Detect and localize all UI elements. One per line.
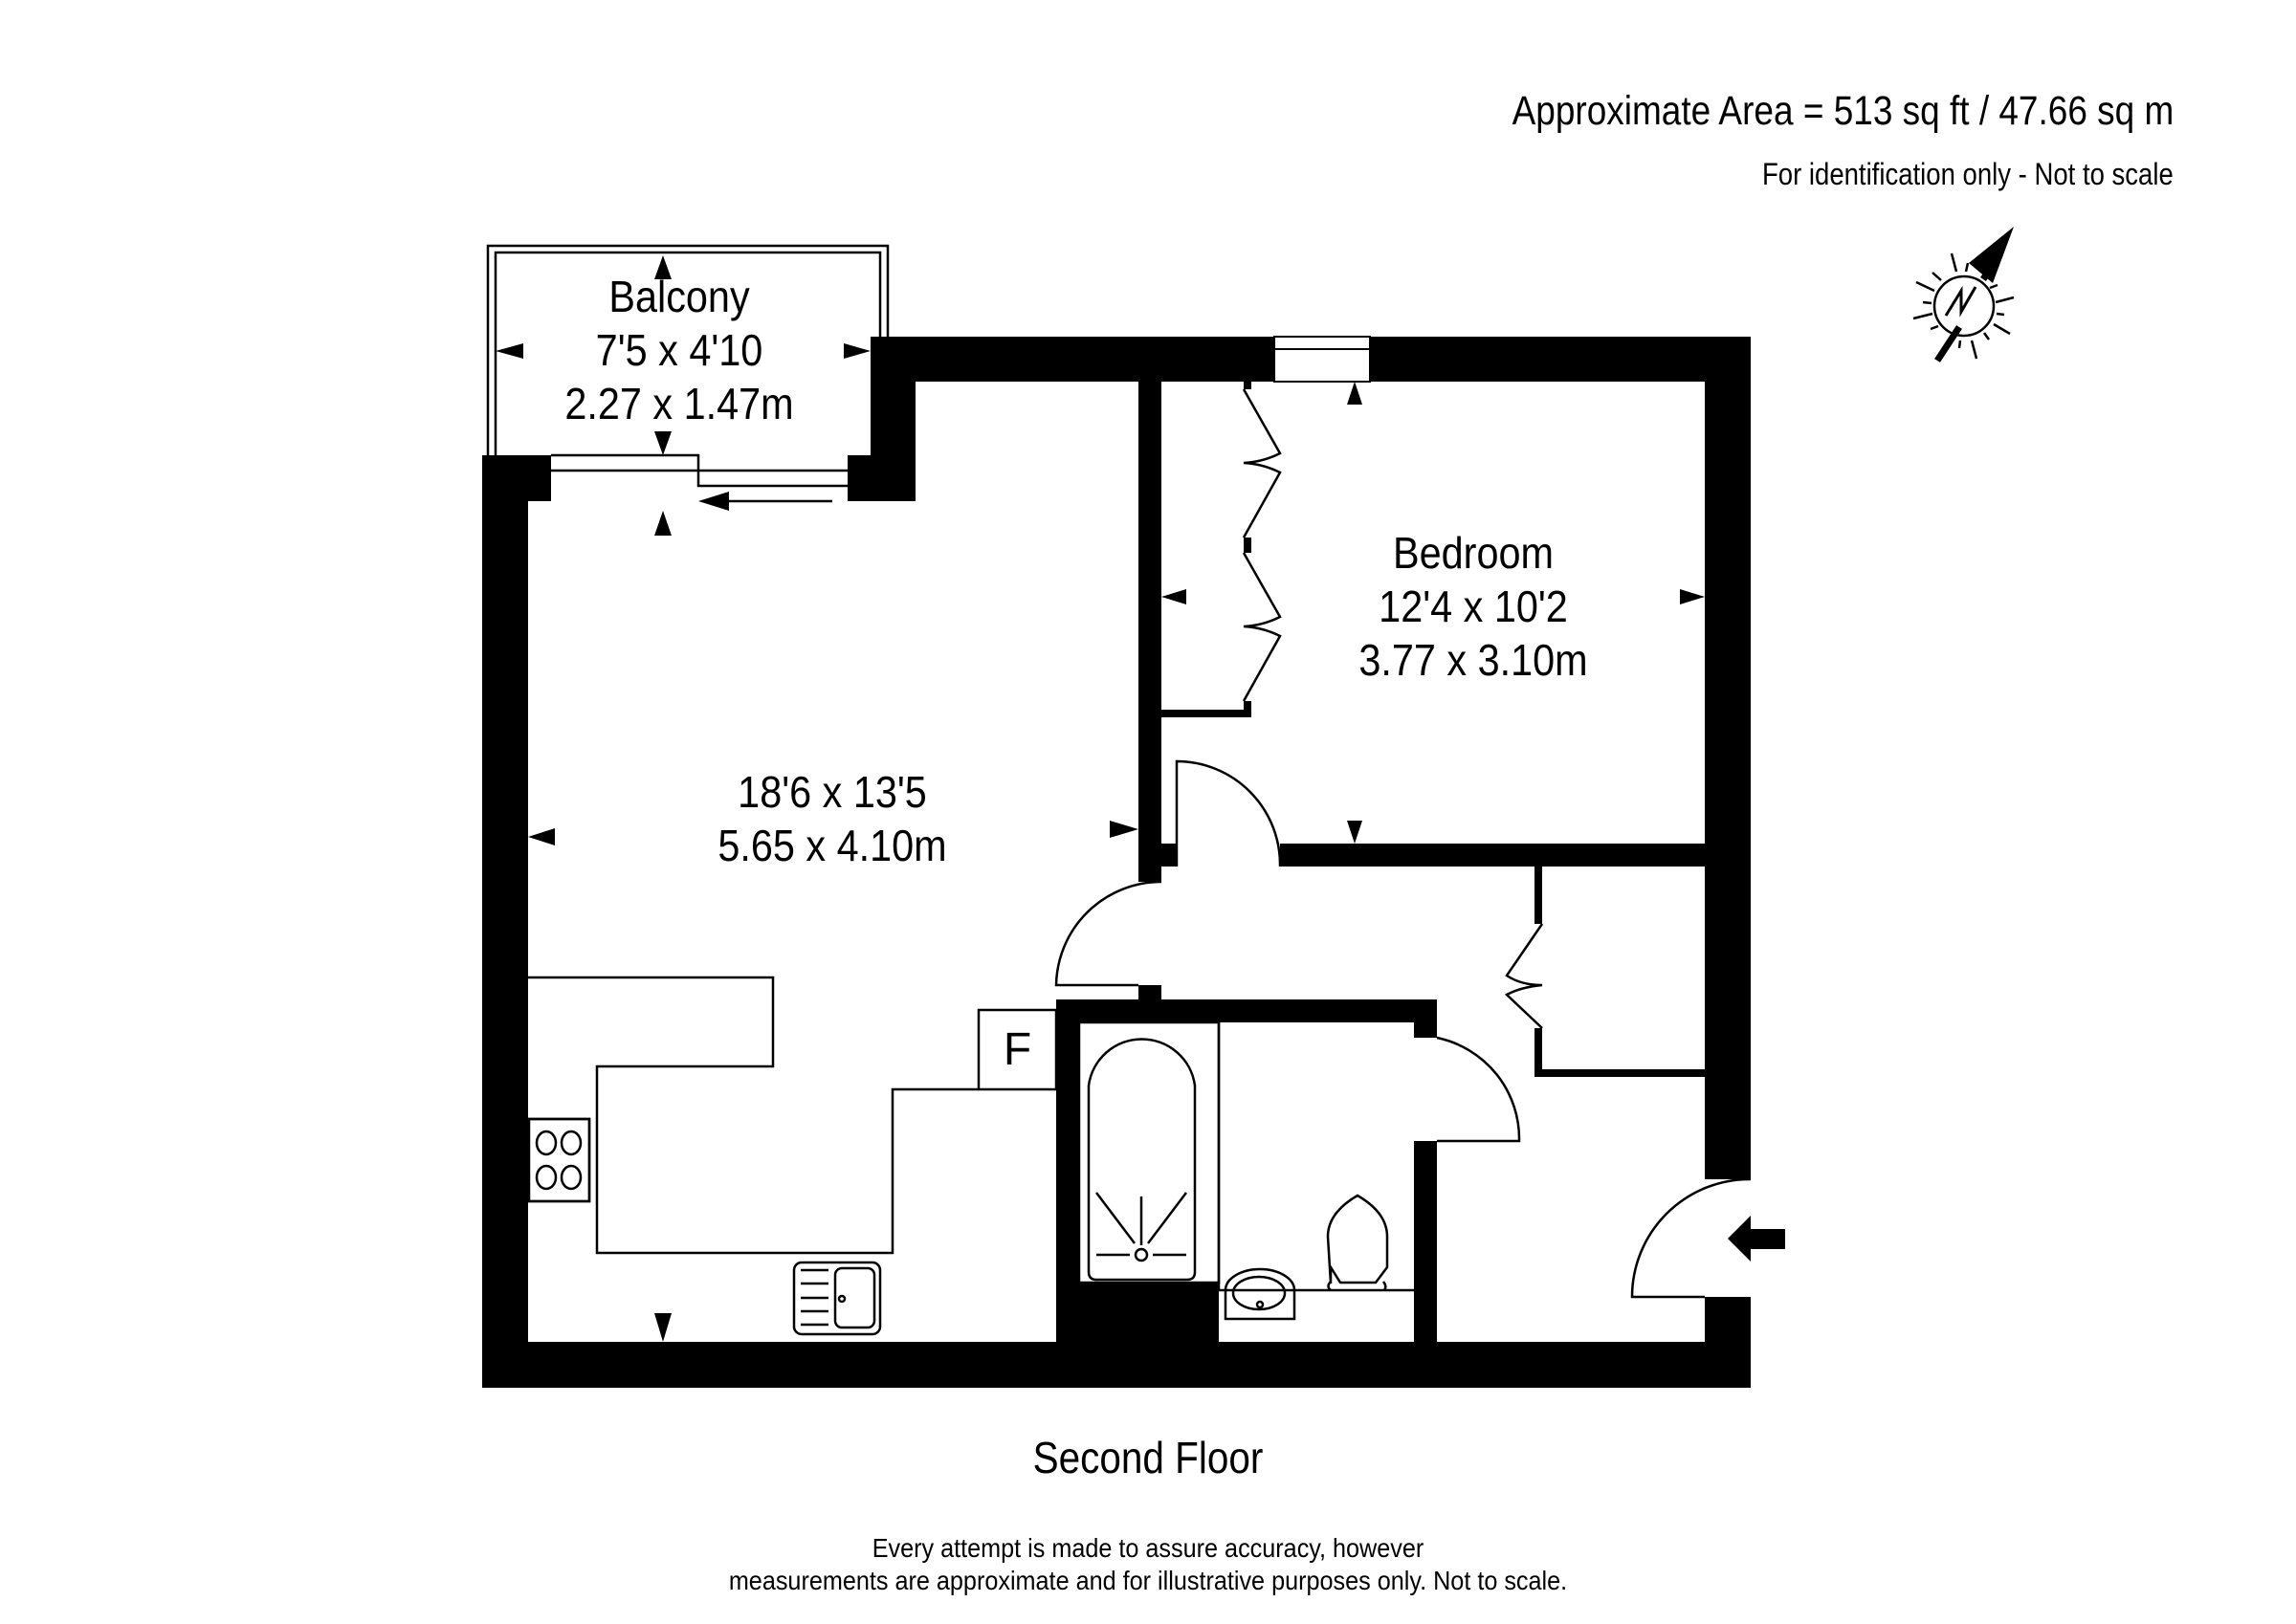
room-metric: 2.27 x 1.47m [564,379,794,428]
room-name: Balcony [608,272,750,321]
room-bedroom: Bedroom 12'4 x 10'2 3.77 x 3.10m [1327,526,1620,687]
room-imperial: 12'4 x 10'2 [1379,582,1568,631]
approximate-area: Approximate Area = 513 sq ft / 47.66 sq … [1512,88,2174,134]
room-metric: 5.65 x 4.10m [718,821,947,870]
room-imperial: 18'6 x 13'5 [738,767,927,817]
wardrobe-bifold-doors [1242,388,1544,1029]
hob-icon [526,1117,591,1203]
room-balcony: Balcony 7'5 x 4'10 2.27 x 1.47m [550,270,808,430]
fridge-label: F [1003,1024,1032,1075]
disclaimer-line-1: Every attempt is made to assure accuracy… [872,1533,1424,1563]
floor-title: Second Floor [1032,1433,1264,1482]
room-imperial: 7'5 x 4'10 [595,325,763,375]
disclaimer-line-2: measurements are approximate and for ill… [728,1566,1568,1595]
doors [1054,759,1752,1299]
toilet-icon [1326,1194,1389,1284]
bathroom-fixtures [1219,1194,1414,1321]
room-living-kitchen: 18'6 x 13'5 5.65 x 4.10m [686,765,979,872]
walls [482,337,1751,1388]
dimension-markers [496,255,1785,1342]
room-metric: 3.77 x 3.10m [1358,635,1588,685]
north-arrow-icon [1912,227,2015,362]
kitchen-sink-icon [792,1261,882,1336]
bath-icon [1077,1020,1221,1290]
bedroom-window [1273,336,1371,383]
basin-icon [1224,1267,1296,1321]
kitchen-worktop [528,976,1058,1255]
disclaimer: Every attempt is made to assure accuracy… [115,1532,2181,1597]
balcony-frame [486,244,890,455]
balcony-sliding-door [551,453,848,511]
room-name: Bedroom [1393,528,1554,578]
entrance-arrow-icon [1728,1216,1785,1262]
identification-note: For identification only - Not to scale [1762,157,2174,191]
